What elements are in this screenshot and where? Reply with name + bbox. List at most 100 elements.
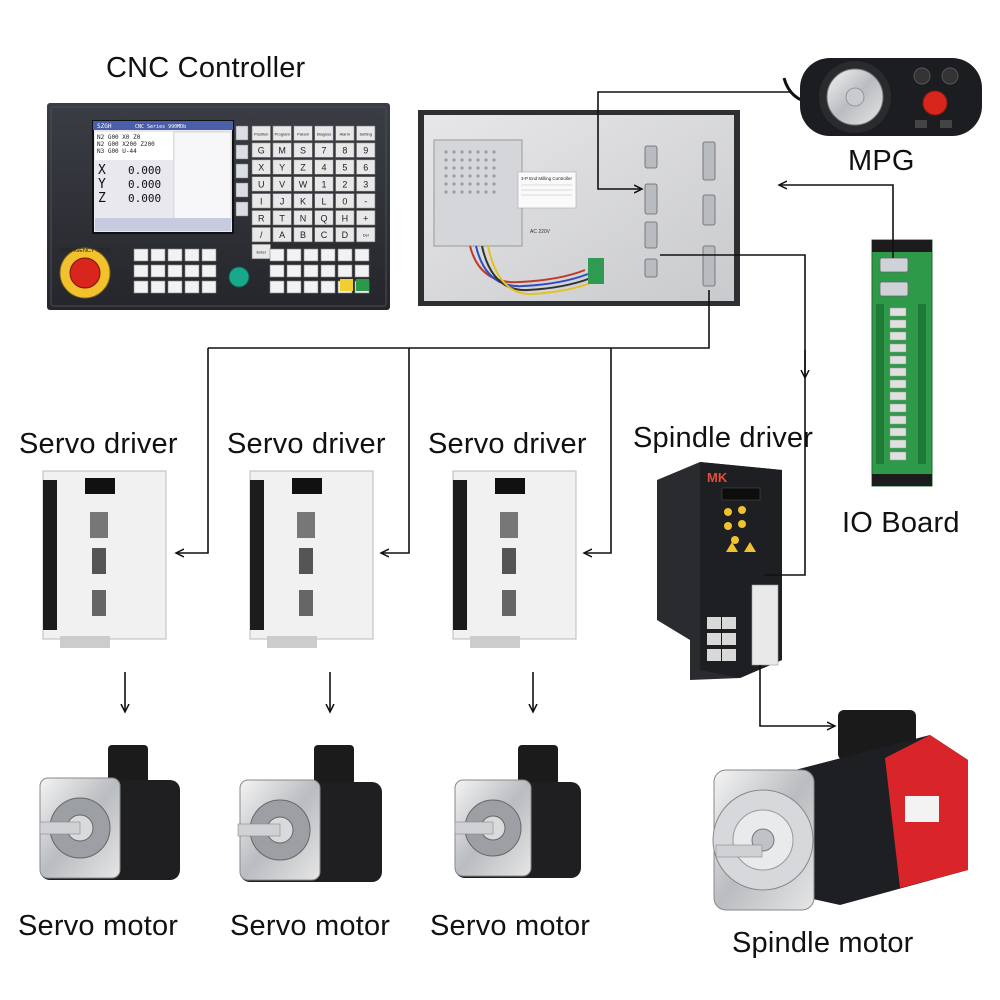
keypad-key: [335, 210, 355, 226]
keypad-key: [335, 176, 355, 192]
controller-series: CNC Series 990MDb: [135, 124, 186, 130]
spindle-driver: MK: [657, 462, 782, 680]
keypad-key-label: T: [279, 213, 285, 223]
keypad-key-label: V: [279, 179, 285, 189]
label-spindle-motor: Spindle motor: [732, 927, 914, 959]
keypad-key-label: 8: [342, 146, 347, 156]
keypad-key: [272, 176, 292, 192]
axis-y-label: Y: [98, 177, 106, 192]
label-servo-motor-2: Servo motor: [230, 910, 391, 942]
keypad-key: [251, 193, 271, 209]
keypad-key-label: C: [321, 230, 328, 240]
keypad-key-label: Enter: [256, 250, 266, 255]
estop-text: EMERGENCY STOP: [59, 248, 111, 254]
axis-z-value: 0.000: [128, 192, 161, 205]
keypad-key-label: 6: [363, 163, 368, 173]
label-io-board: IO Board: [842, 507, 960, 539]
keypad-key-label: D: [342, 230, 349, 240]
keypad-key-label: 2: [342, 179, 347, 189]
keypad-key: [272, 193, 292, 209]
label-servo-motor-3: Servo motor: [430, 910, 591, 942]
cycle-start-button: [228, 266, 250, 288]
keypad-key: [251, 159, 271, 175]
keypad-key: [251, 210, 271, 226]
keypad-key: [293, 193, 313, 209]
keypad-key-label: Del: [363, 233, 369, 238]
keypad-key-label: 9: [363, 146, 368, 156]
keypad-key-label: 7: [321, 146, 326, 156]
keypad-key-label: Q: [320, 213, 327, 223]
keypad-key-label: /: [260, 230, 263, 240]
label-mpg: MPG: [848, 145, 915, 177]
spindle-driver-brand: MK: [707, 470, 728, 485]
keypad-key: [293, 125, 313, 141]
keypad-key: [335, 142, 355, 158]
keypad-key: [314, 227, 334, 243]
keypad-key-label: N: [300, 213, 307, 223]
wire-controller-to-servos: [208, 290, 710, 349]
keypad-key: [335, 159, 355, 175]
wire-mpg-to-controller: [597, 91, 792, 189]
keypad-key-label: J: [280, 196, 285, 206]
keypad-key: [356, 159, 376, 175]
keypad-key-label: W: [299, 179, 308, 189]
servo-motor-3: [454, 745, 581, 878]
keypad-key: [356, 193, 376, 209]
wiring-lines: [125, 91, 894, 726]
keypad-key-label: L: [321, 196, 326, 206]
keypad-key: [356, 227, 376, 243]
servo-motor-2: [237, 745, 382, 882]
spindle-motor: [712, 710, 968, 911]
keypad-key-label: Position: [254, 131, 268, 136]
keypad-key-label: H: [342, 213, 349, 223]
keypad-key: [293, 159, 313, 175]
servo-driver-1: [42, 470, 167, 648]
wire-to-servo-driver-3: [584, 348, 612, 553]
keypad-key: [293, 210, 313, 226]
keypad-key: [335, 193, 355, 209]
keypad-key-label: B: [300, 230, 306, 240]
wire-spindle-driver-to-motor: [759, 665, 835, 726]
keypad-key-label: 3: [363, 179, 368, 189]
wire-controller-to-spindle-driver: [660, 254, 806, 576]
keypad-key: [314, 159, 334, 175]
keypad-key: [272, 159, 292, 175]
keypad-key-label: A: [279, 230, 285, 240]
servo-motor-1: [39, 745, 180, 880]
code-line-3: N3 G00 U-44: [97, 148, 137, 155]
keypad-key-label: 0: [342, 196, 347, 206]
axis-x-label: X: [98, 163, 106, 178]
keypad-key: [272, 227, 292, 243]
keypad-key: [335, 227, 355, 243]
keypad-key-label: M: [278, 146, 286, 156]
keypad-key-label: 4: [321, 163, 326, 173]
cnc-controller-back: 3-P End Milling Controller AC 220V: [418, 110, 740, 306]
controller-brand: SZGH: [97, 123, 112, 130]
keypad-key-label: Param: [297, 131, 309, 136]
keypad-key: [335, 125, 355, 141]
keypad-key: [293, 142, 313, 158]
wire-io-to-controller: [779, 185, 894, 258]
keypad-key: [251, 176, 271, 192]
keypad-key-label: 1: [321, 179, 326, 189]
io-board: [871, 239, 933, 487]
keypad-key: [293, 227, 313, 243]
label-servo-driver-3: Servo driver: [428, 428, 587, 460]
keypad-key: [356, 210, 376, 226]
keypad-key-label: G: [258, 146, 265, 156]
axis-z-label: Z: [98, 191, 106, 206]
label-cnc-controller: CNC Controller: [106, 52, 306, 84]
keypad-key: [251, 227, 271, 243]
keypad-key: [314, 176, 334, 192]
keypad-key: [314, 193, 334, 209]
keypad-key: [314, 210, 334, 226]
keypad-key-label: R: [258, 213, 265, 223]
keypad-key-label: 5: [342, 163, 347, 173]
power-label: AC 220V: [530, 229, 551, 235]
axis-x-value: 0.000: [128, 164, 161, 177]
keypad-key-label: I: [260, 196, 263, 206]
keypad-key: [272, 125, 292, 141]
keypad-key: [251, 125, 271, 141]
